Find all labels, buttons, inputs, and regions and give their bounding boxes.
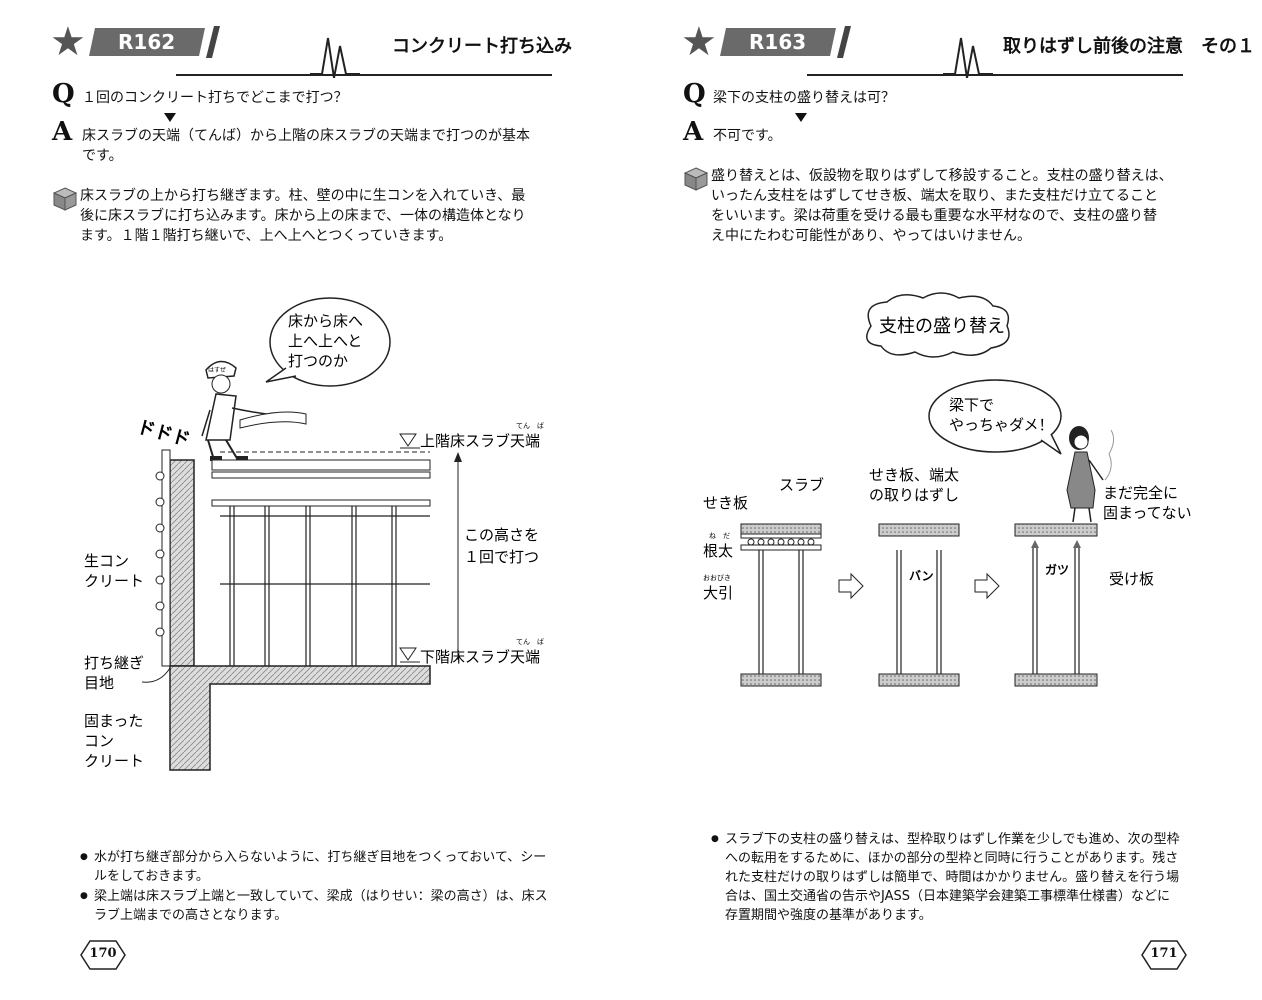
label-nebuto: 根太 <box>703 542 733 560</box>
answer-row: A 床スラブの天端（てんば）から上階の床スラブの天端まで打つのが基本 です。 <box>52 119 572 168</box>
section-code-box: R163 <box>720 28 836 56</box>
note-item: 水が打ち継ぎ部分から入らないように、打ち継ぎ目地をつくっておいて、シー ルをして… <box>80 848 560 886</box>
ruby-lower: てん ば <box>516 637 544 646</box>
cube-icon <box>683 167 709 191</box>
sound-gatsu: ガツ <box>1045 562 1069 577</box>
label-joint-1: 打ち継ぎ <box>84 654 144 672</box>
question-text: 梁下の支柱の盛り替えは可？ <box>713 90 895 106</box>
ruby-upper: てん ば <box>516 421 544 430</box>
slash-decor <box>206 26 220 58</box>
explanation-text: 床スラブの上から打ち継ぎます。柱、壁の中に生コンを入れていき、最 後に床スラブに… <box>80 188 526 244</box>
star-icon: ★ <box>50 19 86 65</box>
label-hardened-1: 固まった <box>84 712 143 730</box>
label-removal-2: の取りはずし <box>869 486 959 504</box>
label-joint-2: 目地 <box>84 674 114 692</box>
header-r162: ★ R162 コンクリート打ち込み <box>0 19 631 78</box>
speech-line-2: やっちゃダメ！ <box>949 416 1054 434</box>
support-reshoring-figure: 支柱の盛り替え 梁下で やっちゃダメ！ スラブ せき板 <box>703 292 1192 687</box>
height-label-2: １回で打つ <box>464 548 539 566</box>
label-hardened-3: クリート <box>84 752 144 770</box>
concrete-pour-figure: 床から床へ 上へ上へと 打つのか はすぜ ドドド てん ば 上階床スラブ天端 <box>84 297 544 771</box>
answer-text: 床スラブの天端（てんば）から上階の床スラブの天端まで打つのが基本 です。 <box>82 128 530 164</box>
speech-bubble <box>928 379 1062 453</box>
support-posts <box>220 506 430 668</box>
label-fresh-1: 生コン <box>84 552 129 570</box>
label-hardened-2: コン <box>84 732 114 750</box>
label-not-hard-2: 固まってない <box>1103 504 1192 522</box>
explanation-text: 盛り替えとは、仮設物を取りはずして移設すること。支柱の盛り替えは、 いったん支柱… <box>711 168 1173 244</box>
a-mark: A <box>52 117 73 147</box>
label-not-hard-1: まだ完全に <box>1103 484 1178 502</box>
note-item: スラブ下の支柱の盛り替えは、型枠取りはずし作業を少しでも進め、次の型枠 への転用… <box>711 830 1191 925</box>
worker-figure: はすぜ <box>201 360 307 461</box>
stage-2 <box>878 523 960 687</box>
section-code: R162 <box>118 30 176 54</box>
answer-row: A 不可です。 <box>683 119 1203 148</box>
right-page: ★ R163 取りはずし前後の注意 その１ Q 梁下の支柱の盛り替えは可？ A … <box>631 0 1262 1000</box>
arrow-right-icon <box>974 572 1000 600</box>
sound-effect: ドドド <box>135 417 193 451</box>
question-text: １回のコンクリート打ちでどこまで打つ？ <box>82 90 348 106</box>
label-slab: スラブ <box>779 476 824 494</box>
arrow-down-icon <box>795 113 807 122</box>
page-number-left: 170 <box>80 940 126 970</box>
stage-1 <box>740 523 822 687</box>
notes-list: スラブ下の支柱の盛り替えは、型枠取りはずし作業を少しでも進め、次の型枠 への転用… <box>711 830 1191 926</box>
arrow-down-icon <box>164 113 176 122</box>
cloud-text: 支柱の盛り替え <box>879 316 1005 337</box>
ruby-nebuto: ね だ <box>709 532 730 540</box>
label-sekiita: せき板 <box>703 494 748 512</box>
label-fresh-2: クリート <box>84 572 144 590</box>
speech-line-2: 上へ上へと <box>288 332 362 350</box>
speech-line-3: 打つのか <box>288 352 348 370</box>
ruby-obiki: おおびき <box>703 574 731 582</box>
q-mark: Q <box>683 79 706 109</box>
section-code-box: R162 <box>89 28 205 56</box>
arrow-right-icon <box>838 572 864 600</box>
label-lower-slab: 下階床スラブ天端 <box>420 648 540 666</box>
answer-text: 不可です。 <box>713 128 782 144</box>
star-icon: ★ <box>681 19 717 65</box>
label-uke: 受け板 <box>1109 570 1154 588</box>
speech-line-1: 床から床へ <box>288 312 363 330</box>
sound-bang: バン <box>909 569 934 583</box>
page-number-right: 171 <box>1141 940 1187 970</box>
label-obiki: 大引 <box>703 584 733 602</box>
woman-figure <box>1066 426 1115 523</box>
pulse-line-icon <box>943 37 993 78</box>
section-title: 取りはずし前後の注意 その１ <box>1003 36 1255 57</box>
question-row: Q 梁下の支柱の盛り替えは可？ <box>683 81 1203 110</box>
left-page: ★ R162 コンクリート打ち込み Q １回のコンクリート打ちでどこまで打つ？ … <box>0 0 631 1000</box>
section-code: R163 <box>749 30 807 54</box>
slash-decor <box>837 26 851 58</box>
header-r163: ★ R163 取りはずし前後の注意 その１ <box>631 19 1262 78</box>
label-upper-slab: 上階床スラブ天端 <box>420 432 540 450</box>
label-removal-1: せき板、端太 <box>869 466 959 484</box>
section-title: コンクリート打ち込み <box>392 36 572 57</box>
speech-line-1: 梁下で <box>949 396 994 414</box>
cube-icon <box>52 187 78 211</box>
helmet-text: はすぜ <box>208 367 226 374</box>
a-mark: A <box>683 117 704 147</box>
question-row: Q １回のコンクリート打ちでどこまで打つ？ <box>52 81 572 110</box>
speech-bubble <box>269 297 391 387</box>
title-cloud <box>866 292 1010 358</box>
header-rule <box>807 74 1183 76</box>
height-label-1: この高さを <box>464 526 539 544</box>
header-rule <box>176 74 552 76</box>
q-mark: Q <box>52 79 75 109</box>
notes-list: 水が打ち継ぎ部分から入らないように、打ち継ぎ目地をつくっておいて、シー ルをして… <box>80 848 560 926</box>
form-ties <box>155 471 165 637</box>
stage-3 <box>1014 523 1098 687</box>
pulse-line-icon <box>310 37 360 78</box>
note-item: 梁上端は床スラブ上端と一致していて、梁成（はりせい：梁の高さ）は、床ス ラブ上端… <box>80 887 560 925</box>
